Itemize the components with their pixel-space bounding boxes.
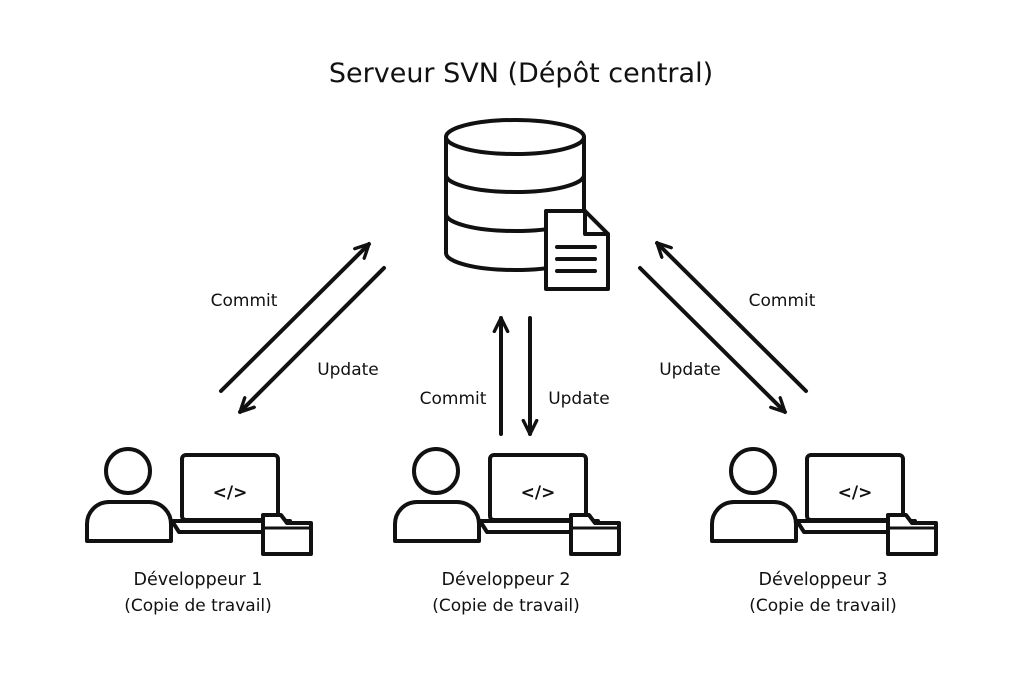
developer-subtitle: (Copie de travail): [432, 596, 580, 616]
developer-subtitle: (Copie de travail): [124, 596, 272, 616]
document-icon: [544, 209, 610, 291]
folder-icon: [569, 513, 621, 556]
left-update-label: Update: [317, 360, 379, 380]
right-update-label: Update: [659, 360, 721, 380]
folder-icon: [886, 513, 938, 556]
developer-name: Développeur 3: [759, 570, 888, 590]
developer-name: Développeur 1: [134, 570, 263, 590]
folder-icon: [261, 513, 313, 556]
developer-subtitle: (Copie de travail): [749, 596, 897, 616]
developer-2: </> Développeur 2 (Copie de travail): [393, 447, 621, 616]
user-icon: [85, 447, 173, 543]
server-group: [444, 118, 610, 291]
right-commit-label: Commit: [749, 291, 816, 311]
user-icon: [710, 447, 798, 543]
code-icon: </>: [213, 483, 248, 503]
user-icon: [393, 447, 481, 543]
right-commit-arrow: [655, 241, 808, 393]
left-commit-arrow: [219, 242, 371, 393]
center-commit-label: Commit: [420, 389, 487, 409]
center-arrows: Commit Update: [420, 316, 610, 436]
right-arrows: Commit Update: [638, 241, 816, 414]
developer-1: </> Développeur 1 (Copie de travail): [85, 447, 313, 616]
developer-name: Développeur 2: [442, 570, 571, 590]
developer-3: </> Développeur 3 (Copie de travail): [710, 447, 938, 616]
right-update-arrow: [638, 266, 787, 414]
left-update-arrow: [238, 266, 386, 414]
left-commit-label: Commit: [211, 291, 278, 311]
center-update-label: Update: [548, 389, 610, 409]
code-icon: </>: [521, 483, 556, 503]
code-icon: </>: [838, 483, 873, 503]
left-arrows: Commit Update: [211, 242, 386, 414]
page-title: Serveur SVN (Dépôt central): [329, 58, 713, 89]
